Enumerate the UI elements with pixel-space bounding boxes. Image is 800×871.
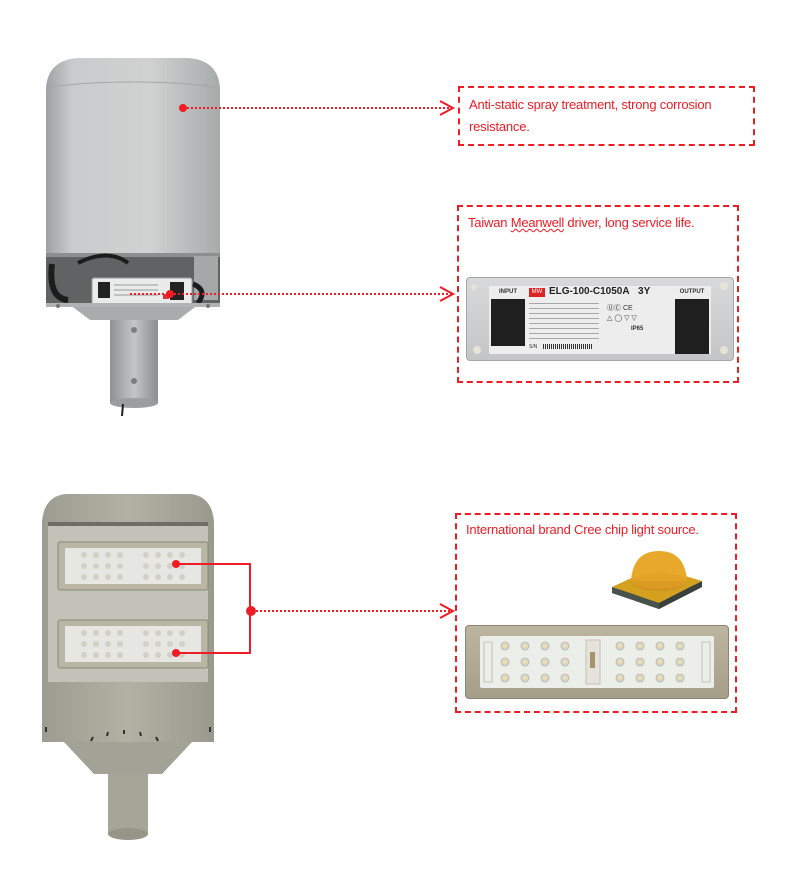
housing-cover [46,58,220,253]
lamp-back-illustration [45,58,221,417]
meanwell-logo: MW [529,288,545,297]
connector-chip [172,560,456,657]
led-module-image [465,625,729,699]
callout-housing-line1: Anti-static spray treatment, strong corr… [469,97,712,112]
junction-dot [246,606,256,616]
connector-driver [130,286,456,302]
driver-label-image: INPUT MW ELG-100-C1050A 3Y ⓊⒸ CE △ ◯ ▽ ▽… [466,277,734,361]
marker-dot [179,104,187,112]
connector-housing [179,100,456,116]
callout-housing-line2: resistance. [469,119,530,134]
callout-driver: Taiwan Meanwell driver, long service lif… [457,205,739,383]
callout-driver-suffix: driver, long service life. [564,215,695,230]
callout-driver-brand: Meanwell [510,215,565,230]
lamp-front-illustration [42,494,214,840]
arrow-head-icon [439,286,456,302]
lamp-front-view [38,492,218,847]
driver-model: ELG-100-C1050A 3Y [549,286,650,297]
output-header: OUTPUT [679,289,705,295]
driver-model-number: ELG-100-C1050A [549,286,630,297]
lamp-back-view [38,58,253,418]
led-array [483,639,711,685]
callout-housing: Anti-static spray treatment, strong corr… [458,86,755,146]
bracket [64,742,192,774]
callout-chip-text: International brand Cree chip light sour… [466,522,699,537]
serial-label: S/N [529,344,538,350]
arrow-head-icon [439,100,456,116]
input-header: INPUT [499,289,517,295]
callout-driver-prefix: Taiwan [468,215,511,230]
vent-slots [45,727,211,742]
cree-chip-image [612,551,702,609]
led-module-bottom [57,619,209,669]
callout-chip: International brand Cree chip light sour… [455,513,737,713]
arrow-head-icon [439,603,456,619]
driver-warranty: 3Y [638,286,651,297]
ip-rating: IP65 [631,326,644,332]
led-module-top [57,541,209,591]
